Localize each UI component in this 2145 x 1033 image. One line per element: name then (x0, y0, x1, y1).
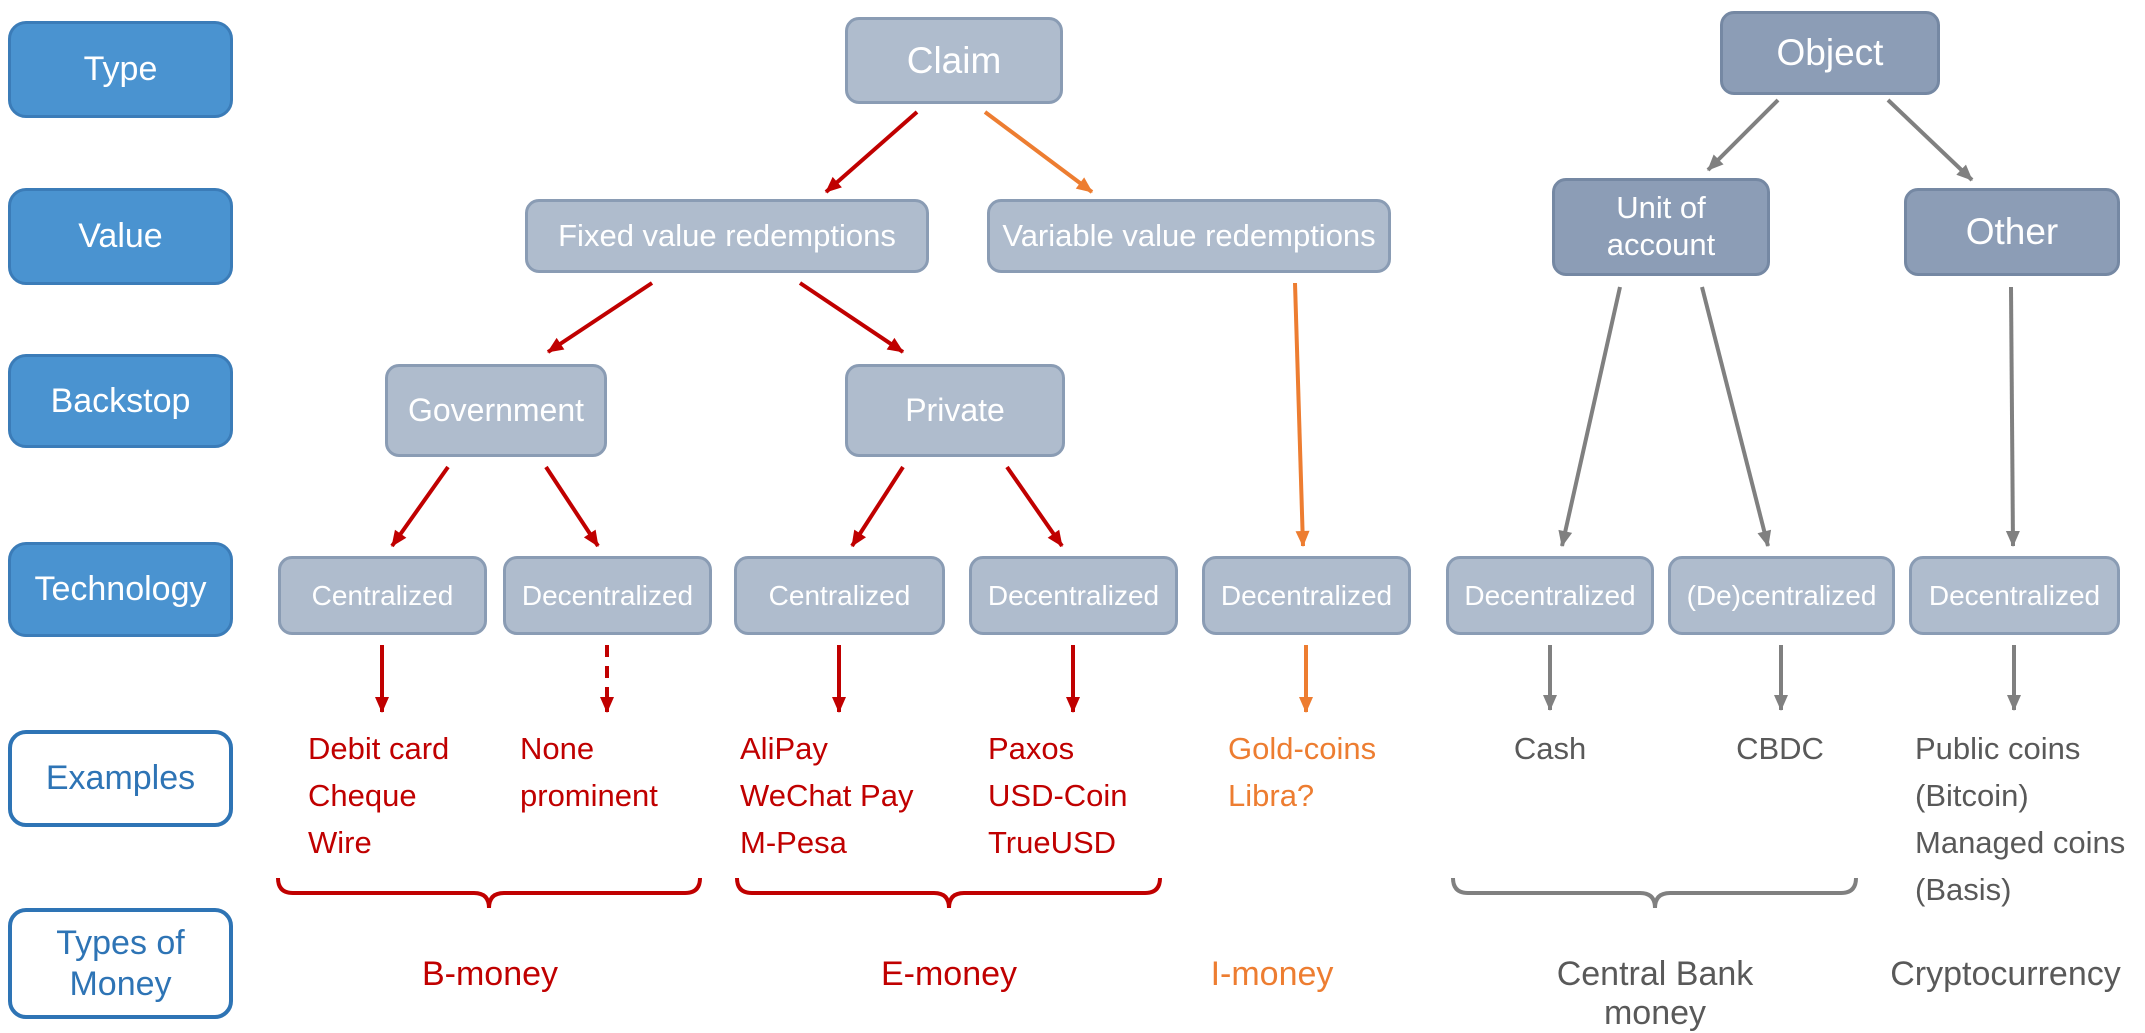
brace-e-money (735, 877, 1162, 909)
arrow-object-to-other (1886, 98, 1974, 182)
row-label-type: Type (8, 21, 233, 118)
node-variable-value-redemptions: Variable value redemptions (987, 199, 1391, 273)
arrow-unit-to-de-centralized (1700, 286, 1772, 547)
examples-paxos: Paxos USD-Coin TrueUSD (988, 731, 1128, 860)
money-type-b-money: B-money (421, 955, 559, 993)
arrow-claim-to-fixed (824, 110, 919, 194)
row-label-value: Value (8, 188, 233, 285)
node-tech-variable-decentralized: Decentralized (1202, 556, 1411, 635)
examples-none-prominent: None prominent (520, 731, 658, 813)
arrow-private-to-decentralized (1005, 465, 1064, 548)
node-government: Government (385, 364, 607, 457)
arrow-object-to-unit (1706, 98, 1780, 172)
node-unit-of-account: Unit of account (1552, 178, 1770, 276)
arrow-unit-to-decentralized (1558, 286, 1622, 547)
examples-cbdc: CBDC (1736, 731, 1824, 766)
arrow-variable-to-decentralized (1293, 282, 1310, 547)
node-private: Private (845, 364, 1065, 457)
brace-b-money (276, 877, 702, 909)
node-tech-gov-centralized: Centralized (278, 556, 487, 635)
money-type-cryptocurrency: Cryptocurrency (1890, 955, 2121, 993)
examples-public-coins: Public coins (Bitcoin) Managed coins (Ba… (1915, 731, 2126, 907)
arrow-claim-to-variable (983, 110, 1094, 194)
node-tech-unit-decentralized: Decentralized (1446, 556, 1654, 635)
row-label-types-of-money: Types of Money (8, 908, 233, 1019)
money-type-central-bank: Central Bank money (1556, 955, 1754, 1032)
examples-debit-card: Debit card Cheque Wire (308, 731, 450, 860)
node-other: Other (1904, 188, 2120, 276)
node-tech-gov-decentralized: Decentralized (503, 556, 712, 635)
node-tech-other-decentralized: Decentralized (1909, 556, 2120, 635)
brace-central-bank-money (1451, 877, 1858, 909)
node-object: Object (1720, 11, 1940, 95)
node-fixed-value-redemptions: Fixed value redemptions (525, 199, 929, 273)
money-type-i-money: I-money (1210, 955, 1334, 993)
node-tech-unit-de-centralized: (De)centralized (1668, 556, 1895, 635)
row-label-examples: Examples (8, 730, 233, 827)
node-claim: Claim (845, 17, 1063, 104)
row-label-backstop: Backstop (8, 354, 233, 448)
arrow-fixed-to-government (546, 281, 654, 354)
examples-alipay: AliPay WeChat Pay M-Pesa (740, 731, 914, 860)
arrow-other-to-decentralized (2005, 286, 2020, 547)
arrow-private-to-centralized (850, 465, 905, 548)
money-type-e-money: E-money (880, 955, 1018, 993)
arrow-fixed-to-private (798, 281, 905, 354)
arrow-government-to-centralized (390, 465, 450, 548)
node-tech-priv-decentralized: Decentralized (969, 556, 1178, 635)
examples-gold-coins: Gold-coins Libra? (1228, 731, 1377, 813)
examples-cash: Cash (1513, 731, 1587, 766)
arrow-government-to-decentralized (544, 465, 600, 548)
node-tech-priv-centralized: Centralized (734, 556, 945, 635)
row-label-technology: Technology (8, 542, 233, 637)
